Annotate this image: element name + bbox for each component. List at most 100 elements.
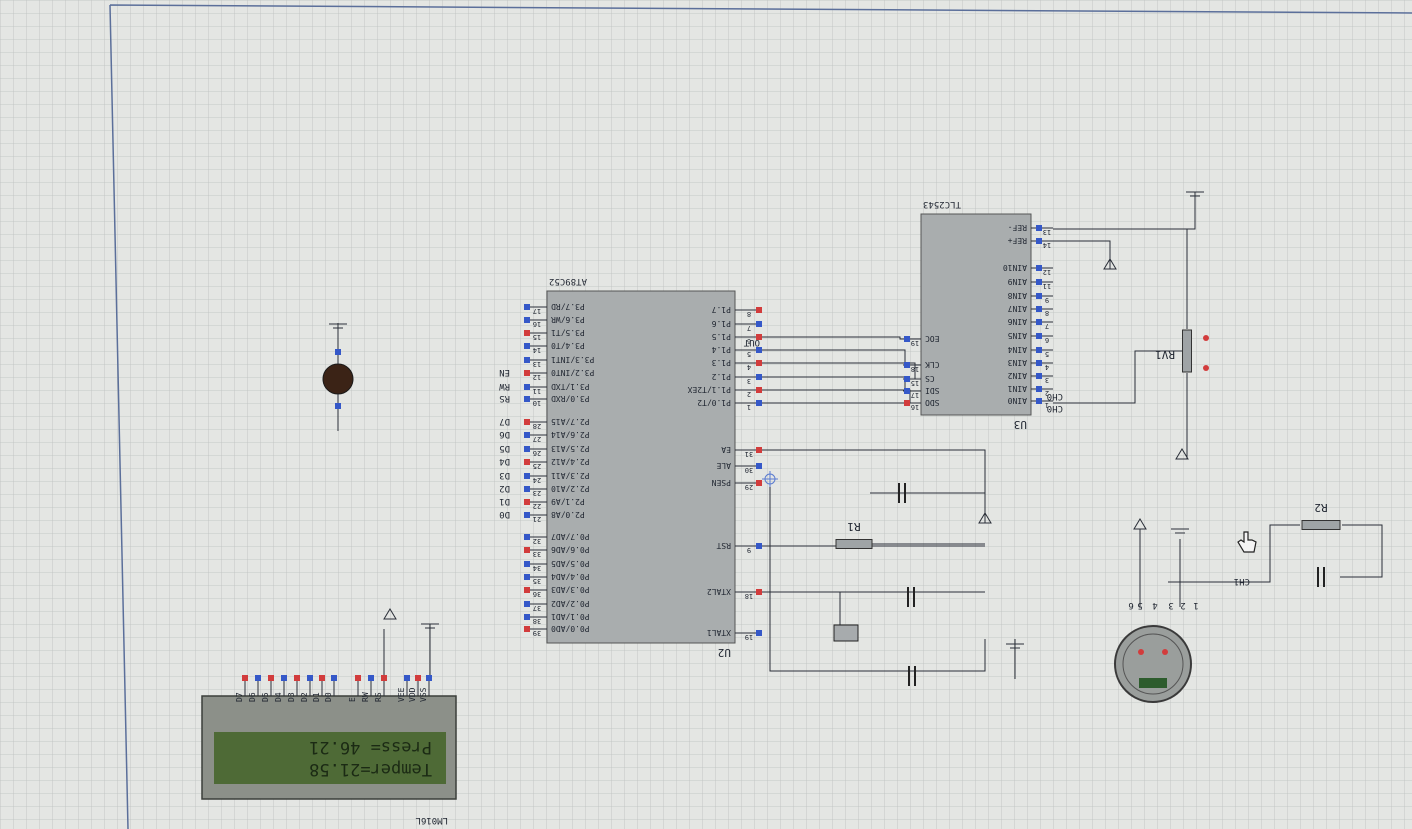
capacitor-c2[interactable]	[907, 587, 915, 607]
pin-marker	[756, 347, 762, 353]
pin-marker	[524, 446, 530, 452]
adc-pin-num-4: 4	[1045, 363, 1049, 371]
mcu-pin-name-24: P2.3/A11	[551, 471, 590, 480]
net-label-d7: D7	[499, 416, 510, 426]
resistor-r2[interactable]: R2	[1301, 501, 1341, 530]
crystal-x1[interactable]	[833, 624, 859, 642]
adc-pin-num-11: 11	[1043, 282, 1051, 290]
resistor-r1[interactable]: R1	[835, 520, 873, 549]
pin-marker	[355, 675, 361, 681]
lcd-screen	[214, 732, 446, 784]
lcd-pin-d6: D6	[248, 692, 257, 702]
pin-marker	[756, 387, 762, 393]
adc-pin-num-9: 9	[1045, 296, 1049, 304]
mcu-pin-num-19: 19	[745, 633, 753, 641]
capacitor-c3-plates	[898, 483, 906, 503]
pin-marker	[335, 403, 341, 409]
adc-pin-num-1: 1	[1045, 401, 1049, 409]
pin-marker	[904, 400, 910, 406]
m1-pin-3: 3	[1168, 600, 1173, 610]
lcd-part: LM016L	[415, 815, 448, 825]
mcu-pin-name-11: P3.1/TXD	[551, 382, 590, 391]
adc-pin-name-3: AIN2	[1008, 371, 1027, 380]
mcu-pin-num-2: 2	[747, 390, 751, 398]
m1-pin-2: 2	[1180, 600, 1185, 610]
pin-marker	[524, 512, 530, 518]
pin-marker	[524, 357, 530, 363]
pin-marker	[756, 321, 762, 327]
pin-marker	[756, 334, 762, 340]
mcu-pin-num-28: 28	[533, 422, 541, 430]
ground-symbol	[1133, 518, 1147, 530]
mcu-pin-num-31: 31	[745, 450, 753, 458]
m1-body	[1114, 625, 1192, 703]
adc-pin-name-9: AIN8	[1008, 291, 1027, 300]
mcu-pin-name-27: P2.6/A14	[551, 430, 590, 439]
mcu-pin-name-37: P0.2/AD2	[551, 599, 590, 608]
pin-marker	[281, 675, 287, 681]
lcd-pin-d2: D2	[300, 692, 309, 702]
mcu-pin-num-33: 33	[533, 550, 541, 558]
mcu-pin-name-6: P1.5	[712, 332, 731, 341]
adc-part: TLC2543	[923, 199, 961, 209]
adc-pin-num-12: 12	[1043, 268, 1051, 276]
mcu-pin-name-26: P2.5/A13	[551, 444, 590, 453]
net-label-rs: RS	[499, 393, 510, 403]
mcu-pin-num-8: 8	[747, 310, 751, 318]
adc-ref: U3	[1014, 418, 1027, 431]
mcu-pin-name-12: P3.2/INT0	[551, 368, 595, 377]
adc-pin-name-18: CLK	[925, 360, 940, 369]
mcu-pin-name-31: EA	[721, 445, 731, 454]
adc-body	[920, 213, 1032, 416]
pin-marker	[319, 675, 325, 681]
pin-marker	[756, 543, 762, 549]
mcu-pin-name-33: P0.6/AD6	[551, 545, 590, 554]
pin-marker	[756, 374, 762, 380]
pin-marker	[904, 336, 910, 342]
pin-marker	[904, 362, 910, 368]
pin-marker	[524, 534, 530, 540]
power-symbol	[1186, 191, 1204, 197]
pin-marker	[1036, 306, 1042, 312]
mcu-pin-num-6: 6	[747, 337, 751, 345]
mcu-body	[546, 290, 736, 644]
mcu-pin-num-16: 16	[533, 320, 541, 328]
hand-pointer-icon	[1237, 531, 1257, 553]
capacitor-c4[interactable]	[1317, 567, 1325, 587]
buzzer-body	[322, 363, 354, 395]
lcd-pin-e: E	[348, 697, 357, 702]
pin-marker	[1036, 265, 1042, 271]
potentiometer-rv1[interactable]: RV1	[1155, 329, 1209, 373]
adc-pin-num-13: 13	[1043, 228, 1051, 236]
adc-pin-name-13: REF-	[1008, 223, 1027, 232]
pin-marker	[756, 480, 762, 486]
pin-marker	[524, 384, 530, 390]
pin-marker	[404, 675, 410, 681]
pin-marker	[331, 675, 337, 681]
adc-pin-name-17: SDI	[925, 386, 940, 395]
mcu-part: AT89C52	[549, 276, 587, 286]
mcu-pin-name-3: P1.2	[712, 372, 731, 381]
capacitor-c1-plates	[908, 666, 916, 686]
capacitor-c2-plates	[907, 587, 915, 607]
mcu-pin-num-21: 21	[533, 515, 541, 523]
capacitor-c3[interactable]	[898, 483, 906, 503]
pin-marker	[1036, 238, 1042, 244]
pin-marker	[756, 360, 762, 366]
pin-marker	[1036, 293, 1042, 299]
net-label-d4: D4	[499, 456, 510, 466]
mcu-pin-num-25: 25	[533, 462, 541, 470]
pin-marker	[756, 630, 762, 636]
mcu-pin-name-25: P2.4/A12	[551, 457, 590, 466]
adc-pin-name-11: AIN9	[1008, 277, 1027, 286]
resistor-r2-ref: R2	[1314, 501, 1327, 514]
capacitor-c1[interactable]	[908, 666, 916, 686]
m1-display	[1139, 678, 1167, 688]
buzzer-alarm[interactable]	[322, 323, 354, 431]
mcu-pin-num-34: 34	[533, 564, 541, 572]
